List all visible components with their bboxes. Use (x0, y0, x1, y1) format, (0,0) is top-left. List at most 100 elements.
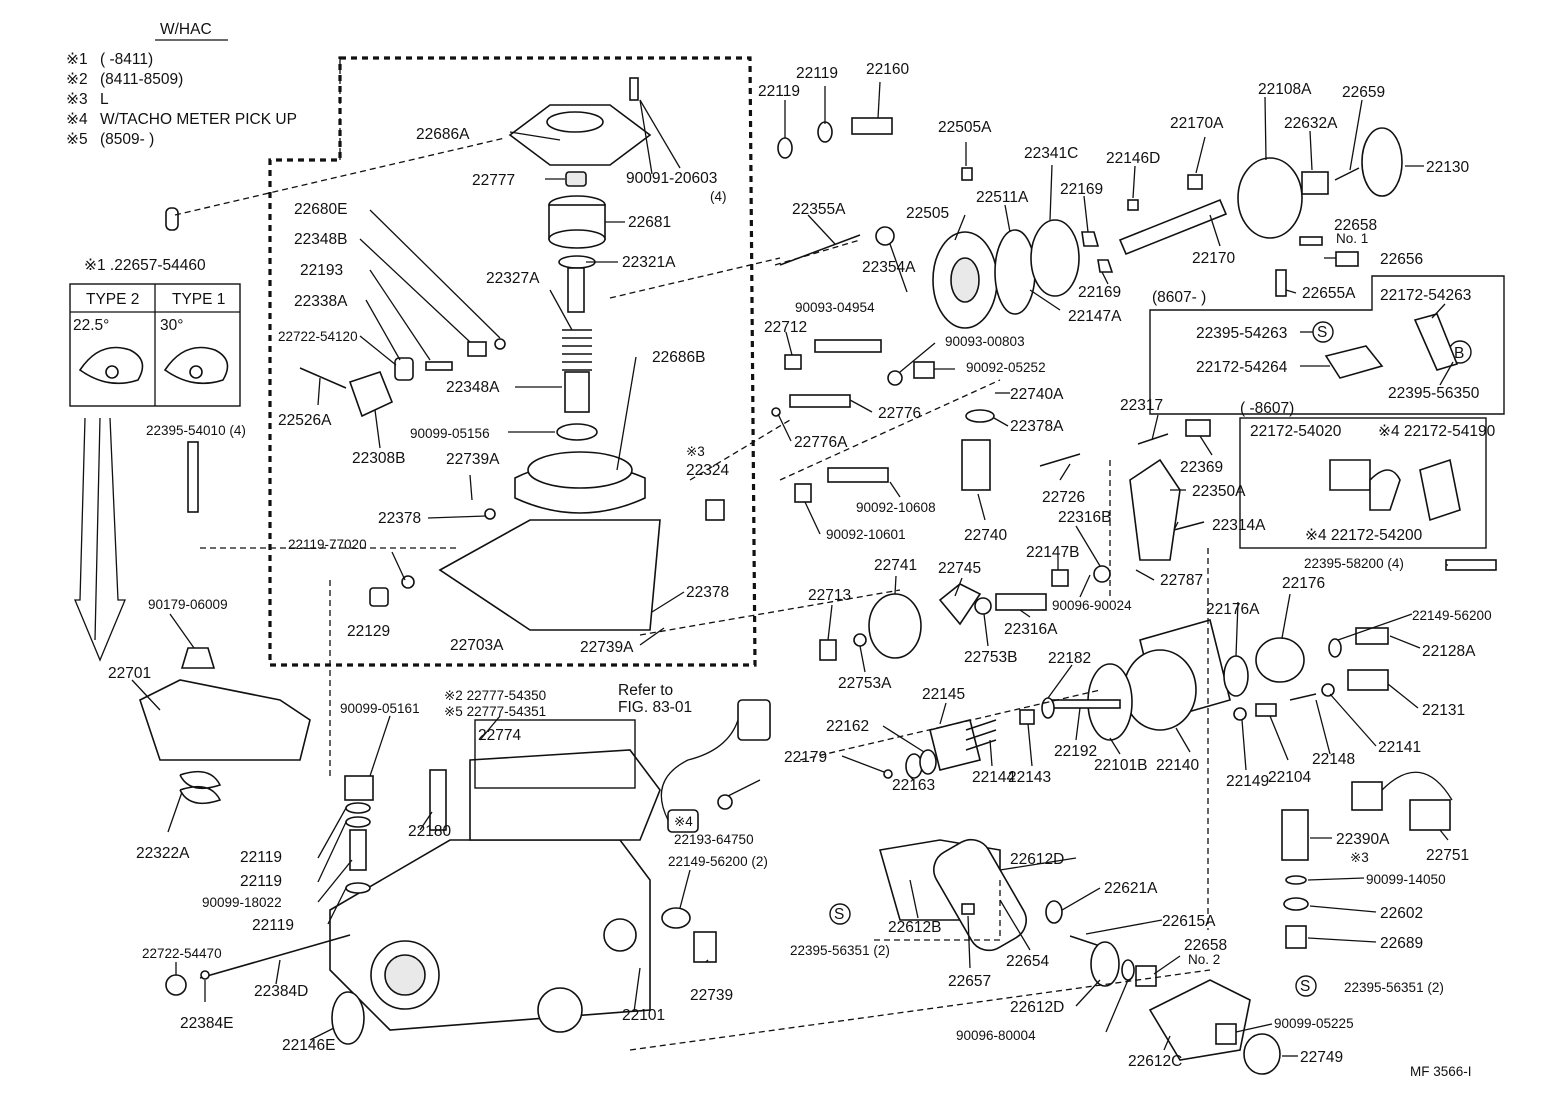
label-22163: 22163 (892, 777, 935, 794)
part-22314A-spring (1173, 521, 1205, 531)
label-22322A: 22322A (136, 845, 190, 862)
label-22654: 22654 (1006, 953, 1049, 970)
governor-group-outline (268, 56, 757, 667)
guide-8 (799, 689, 1101, 761)
label-22162: 22162 (826, 718, 869, 735)
label-22108A: 22108A (1258, 81, 1312, 98)
label-90099-05161: 90099-05161 (340, 701, 420, 716)
label-22176: 22176 (1282, 575, 1325, 592)
part-22308B-bracket (348, 371, 394, 418)
type-table-col1: TYPE 2 (86, 291, 139, 308)
label-22180: 22180 (408, 823, 451, 840)
label-22146E: 22146E (282, 1037, 335, 1054)
label-s-symbol-b: S (1300, 978, 1310, 995)
label-22701: 22701 (108, 665, 151, 682)
part-22119-washer-c (345, 882, 371, 894)
part-labels: 22686A 90091-20603 (4) 22777 22681 22680… (108, 61, 1492, 1070)
label-22147A: 22147A (1068, 308, 1122, 325)
box1-clip-part (1324, 345, 1384, 379)
label-22615A: 22615A (1162, 913, 1216, 930)
label-22703A: 22703A (450, 637, 504, 654)
label-22681: 22681 (628, 214, 671, 231)
part-22659-spring (1334, 167, 1360, 181)
label-22143: 22143 (1008, 769, 1051, 786)
label-22612D-b: 22612D (1010, 999, 1064, 1016)
label-90092-05252: 90092-05252 (966, 360, 1046, 375)
part-22753A-washer (853, 633, 867, 647)
label-90099-05156: 90099-05156 (410, 426, 490, 441)
box1-lever-part (1413, 313, 1459, 371)
part-22686B-housing (438, 451, 661, 631)
label-22739: 22739 (690, 987, 733, 1004)
label-22378A: 22378A (1010, 418, 1064, 435)
label-22745: 22745 (938, 560, 981, 577)
label-22378-b: 22378 (686, 584, 729, 601)
label-22395-54010: 22395-54010 (4) (146, 423, 246, 438)
label-90092-10601: 90092-10601 (826, 527, 906, 542)
legend-mark-5: ※5 (66, 131, 88, 148)
s-symbol-ring-a (829, 903, 851, 925)
label-22141: 22141 (1378, 739, 1421, 756)
part-90099-18022-bolt (349, 829, 367, 871)
label-22317: 22317 (1120, 397, 1163, 414)
part-22129-bolt (369, 587, 389, 607)
legend-note-4: W/TACHO METER PICK UP (100, 111, 297, 128)
guide-3 (609, 257, 781, 299)
label-90093-04954: 90093-04954 (795, 300, 875, 315)
s-symbol-ring-b (1295, 975, 1317, 997)
part-22149-56200-ring (1328, 638, 1342, 658)
part-22745-lever (938, 583, 982, 626)
label-22384E: 22384E (180, 1015, 233, 1032)
legend-note-3: L (100, 91, 109, 108)
label-22686A: 22686A (416, 126, 470, 143)
label-22511A: 22511A (976, 189, 1029, 206)
part-22327A-rod (567, 267, 585, 313)
part-22739-plug (693, 931, 717, 963)
box1-p3: 22172-54263 (1380, 287, 1471, 304)
box2-bracket-b (1369, 469, 1401, 511)
label-22348B: 22348B (294, 231, 347, 248)
label-22129: 22129 (347, 623, 390, 640)
part-22511A-seal (994, 229, 1036, 315)
part-22369-bolt (1185, 419, 1211, 437)
label-22658-no1: 22658 (1334, 217, 1377, 234)
part-22182-ring (1041, 697, 1055, 719)
part-22686A-cover (508, 104, 652, 166)
part-22712-nut (784, 354, 802, 370)
label-22327A: 22327A (486, 270, 540, 287)
part-22170A-key (1187, 174, 1203, 190)
box1-b-symbol: B (1454, 345, 1464, 362)
figure-code: MF 3566-I (1410, 1064, 1472, 1079)
part-22686A-boss (546, 111, 604, 133)
legend-note-2: (8411-8509) (100, 71, 183, 88)
label-90179-06009: 90179-06009 (148, 597, 228, 612)
legend: W/HAC ※1 ( -8411) ※2 (8411-8509) ※3 L ※4… (66, 21, 297, 148)
part-22192-plunger (1049, 699, 1121, 709)
part-22119-washer-top-b (817, 121, 833, 143)
label-22341C: 22341C (1024, 145, 1078, 162)
part-22341C-gear (1030, 219, 1080, 297)
part-22348A-sleeve (564, 371, 590, 413)
type1-pivot (189, 365, 203, 379)
label-22739A-b: 22739A (580, 639, 634, 656)
part-90092-10601-nut (794, 483, 812, 503)
box2-p2: ※4 22172-54190 (1378, 423, 1496, 440)
label-22776A: 22776A (794, 434, 848, 451)
part-22657-54460-pin (165, 207, 179, 231)
part-22146E-seal (331, 991, 365, 1045)
label-22170: 22170 (1192, 250, 1235, 267)
part-22160-bolt (851, 117, 893, 135)
label-22753A: 22753A (838, 675, 892, 692)
label-22740: 22740 (964, 527, 1007, 544)
box2-frame (1239, 417, 1487, 549)
guide-11 (629, 969, 1211, 1051)
guide-6 (639, 589, 901, 636)
part-22322A-spring (179, 770, 222, 805)
label-22505: 22505 (906, 205, 949, 222)
label-22147B: 22147B (1026, 544, 1079, 561)
box2-range: ( -8607) (1240, 400, 1294, 417)
part-22316A-pin (995, 593, 1047, 611)
label-22612C: 22612C (1128, 1053, 1182, 1070)
part-90093-00803-washer (887, 370, 903, 386)
